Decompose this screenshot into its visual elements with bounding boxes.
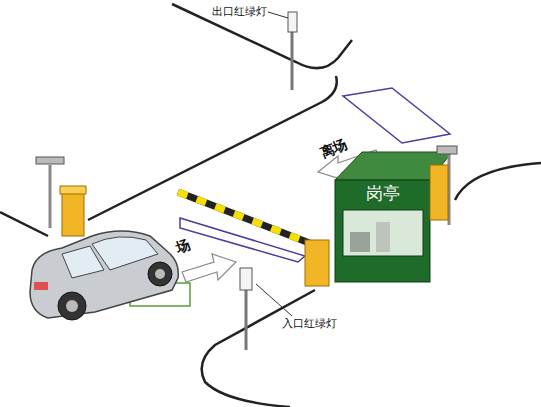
car-wheel xyxy=(148,262,172,286)
booth-front xyxy=(335,180,430,282)
leader-line xyxy=(256,284,292,316)
barrier-arm xyxy=(178,192,312,244)
road-curb xyxy=(0,4,541,407)
car-wheel xyxy=(66,300,78,312)
entry-bay xyxy=(180,218,305,262)
booth-window xyxy=(343,210,423,256)
road-curb xyxy=(172,4,352,68)
light-pole xyxy=(245,285,248,350)
road-curb xyxy=(0,212,48,236)
car-window xyxy=(92,237,158,270)
barrier-box xyxy=(62,190,84,236)
arrow-label: 离场 xyxy=(318,135,351,162)
booth-box: 岗亭 xyxy=(335,180,430,282)
leader-line xyxy=(268,12,288,18)
traffic-light xyxy=(240,268,252,290)
booth-desk xyxy=(350,232,370,252)
light-pole xyxy=(291,28,294,90)
camera-pole xyxy=(49,165,52,228)
booth-title: 岗亭 xyxy=(366,182,400,205)
barrier-arm xyxy=(178,192,312,244)
entry-arrow xyxy=(182,254,236,282)
booth-desk xyxy=(376,222,390,252)
exit-bay xyxy=(343,88,450,143)
car-light xyxy=(34,282,48,290)
camera xyxy=(36,157,64,164)
car-wheel xyxy=(58,292,86,320)
road-curb xyxy=(88,76,337,220)
car-body xyxy=(30,231,178,318)
road-curb xyxy=(455,163,541,200)
barrier-box xyxy=(430,165,448,220)
barrier-box xyxy=(305,240,329,286)
car-window xyxy=(62,246,104,278)
car-wheel xyxy=(155,269,165,279)
callout-label: 入口红绿灯 xyxy=(282,316,337,331)
barrier-box xyxy=(60,186,86,194)
arrow-label: 场 xyxy=(173,236,192,258)
traffic-light xyxy=(288,12,297,32)
road-curb xyxy=(202,290,315,407)
callout-label: 出口红绿灯 xyxy=(212,4,267,19)
car xyxy=(30,231,178,320)
camera xyxy=(437,146,457,154)
